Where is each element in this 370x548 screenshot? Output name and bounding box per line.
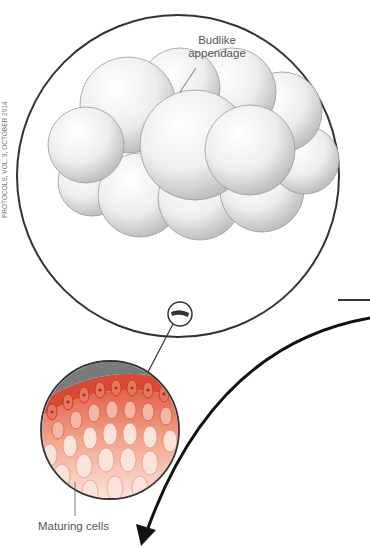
detail-circle (168, 302, 192, 326)
zoom-line (148, 324, 173, 372)
magnify-circle (17, 15, 339, 337)
arrow-head (136, 524, 156, 546)
part-label: Maturing cells (38, 520, 133, 533)
bud-cloud (48, 48, 339, 240)
zoom-circle (41, 361, 179, 499)
leader-line (75, 482, 76, 516)
cell-layer (35, 355, 185, 504)
curved-arrow (148, 318, 370, 528)
leader-line (180, 68, 196, 92)
tissue-mark (171, 310, 189, 317)
connector-line (338, 299, 370, 301)
credit-watermark: PROTOCOLS, VOL. 9, OCTOBER 2014 (1, 102, 8, 218)
part-label: Budlike appendage (188, 34, 246, 60)
